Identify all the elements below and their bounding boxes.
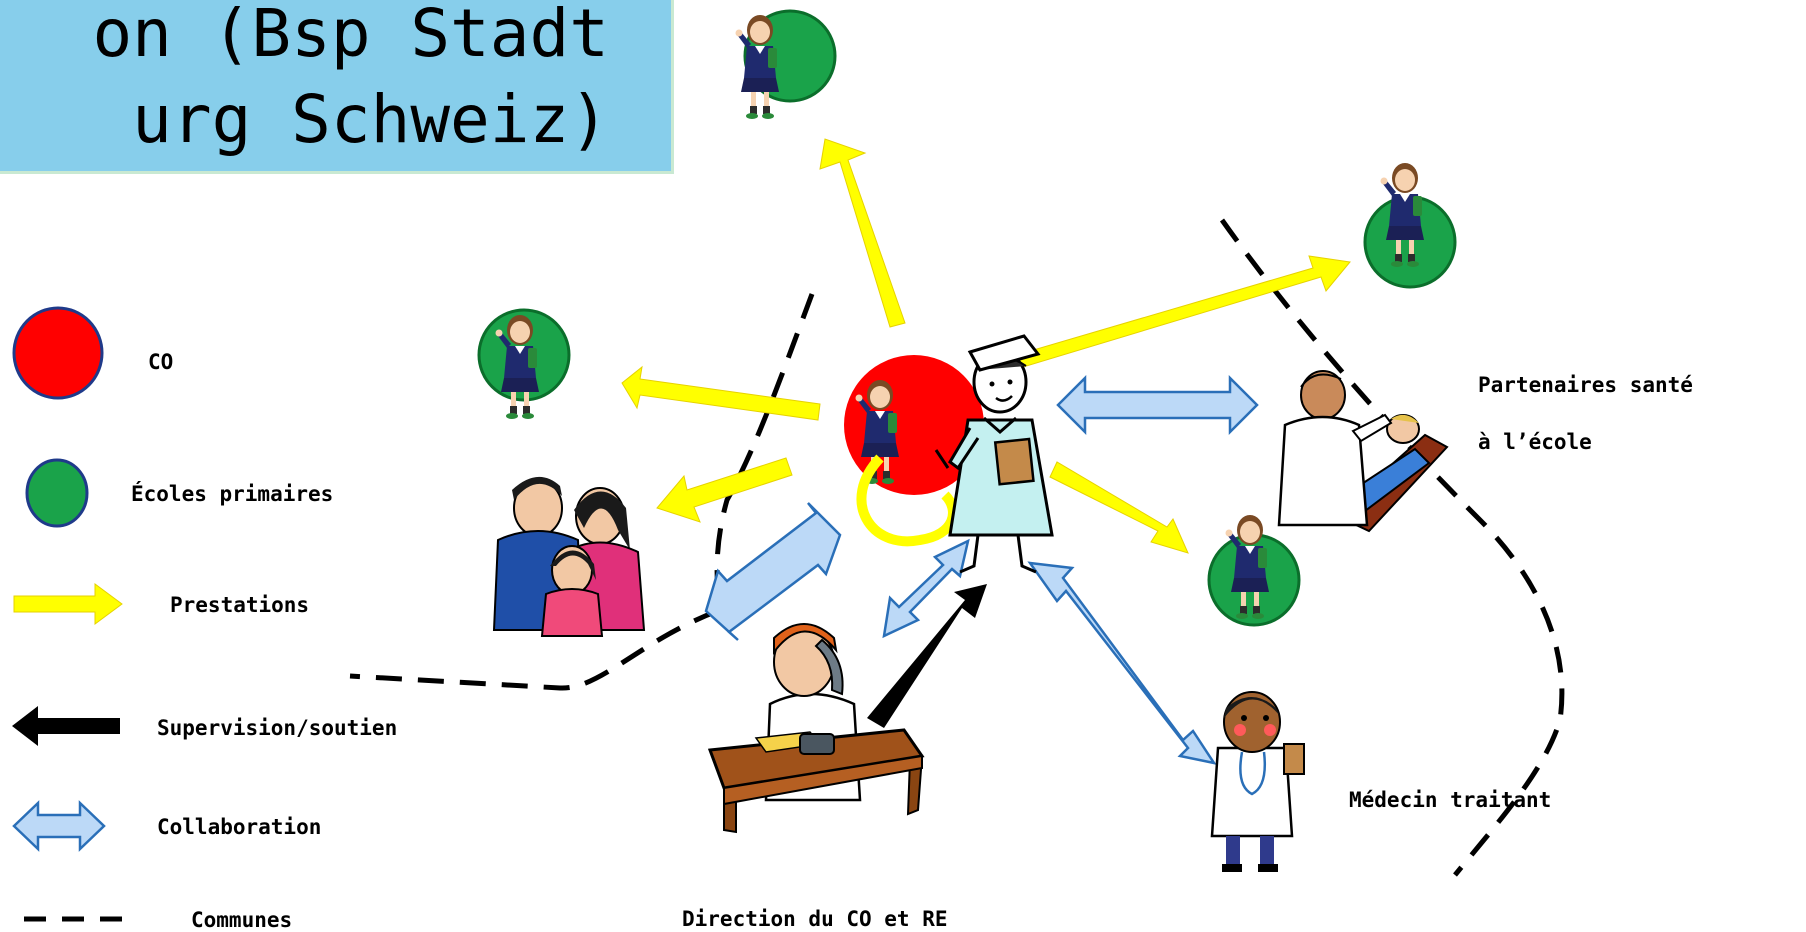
prestation-arrow-right-lower — [1049, 461, 1189, 554]
collaboration-arrow-direction — [882, 538, 970, 639]
collaboration-arrows — [704, 374, 1259, 765]
legend-prestations-arrow — [13, 583, 123, 625]
partenaires-label-line1: Partenaires santé — [1478, 373, 1693, 397]
ecole-circle-left — [477, 308, 571, 419]
title-line-2: urg Schweiz) — [132, 81, 609, 158]
dentist-icon — [1277, 370, 1449, 533]
collaboration-arrow-family — [704, 502, 842, 641]
legend-co-swatch — [12, 306, 104, 400]
ecole-circle-right-upper — [1363, 163, 1457, 289]
supervision-arrow — [867, 584, 987, 728]
legend-supervision-label: Supervision/soutien — [157, 716, 398, 740]
collaboration-arrow-medecin — [1027, 561, 1217, 765]
nurse-icon — [934, 334, 1054, 574]
communes-boundary-right — [1219, 218, 1565, 877]
family-icon — [492, 476, 646, 637]
prestation-arrow-left-upper — [621, 365, 821, 421]
prestation-arrow-left-lower — [656, 457, 793, 523]
prestation-arrow-right-upper — [995, 255, 1351, 375]
collaboration-arrow-partenaires — [1056, 374, 1259, 436]
legend-collaboration-arrow — [12, 800, 106, 852]
legend-communes-label: Communes — [191, 908, 293, 932]
medecin-label: Médecin traitant — [1349, 788, 1552, 812]
prestations-arrows — [621, 138, 1351, 554]
office-worker-icon — [707, 623, 925, 834]
prestation-arrow-up — [819, 138, 906, 328]
title-line-1: on (Bsp Stadt — [92, 0, 609, 72]
legend-co-label: CO — [148, 350, 174, 374]
direction-label: Direction du CO et RE — [682, 907, 948, 931]
ecole-circle-right-lower — [1207, 515, 1301, 627]
legend-supervision-arrow — [12, 706, 120, 746]
ecole-circle-top — [735, 9, 837, 119]
doctor-icon — [1210, 691, 1305, 872]
legend-ecoles-label: Écoles primaires — [131, 482, 334, 506]
partenaires-label-line2: à l’école — [1478, 430, 1592, 454]
title-box: on (Bsp Stadt urg Schweiz) — [0, 0, 674, 174]
title-text: on (Bsp Stadt urg Schweiz) — [92, 0, 609, 163]
legend-collaboration-label: Collaboration — [157, 815, 322, 839]
legend-ecoles-swatch — [25, 458, 89, 528]
legend-prestations-label: Prestations — [170, 593, 310, 617]
legend — [12, 306, 130, 922]
